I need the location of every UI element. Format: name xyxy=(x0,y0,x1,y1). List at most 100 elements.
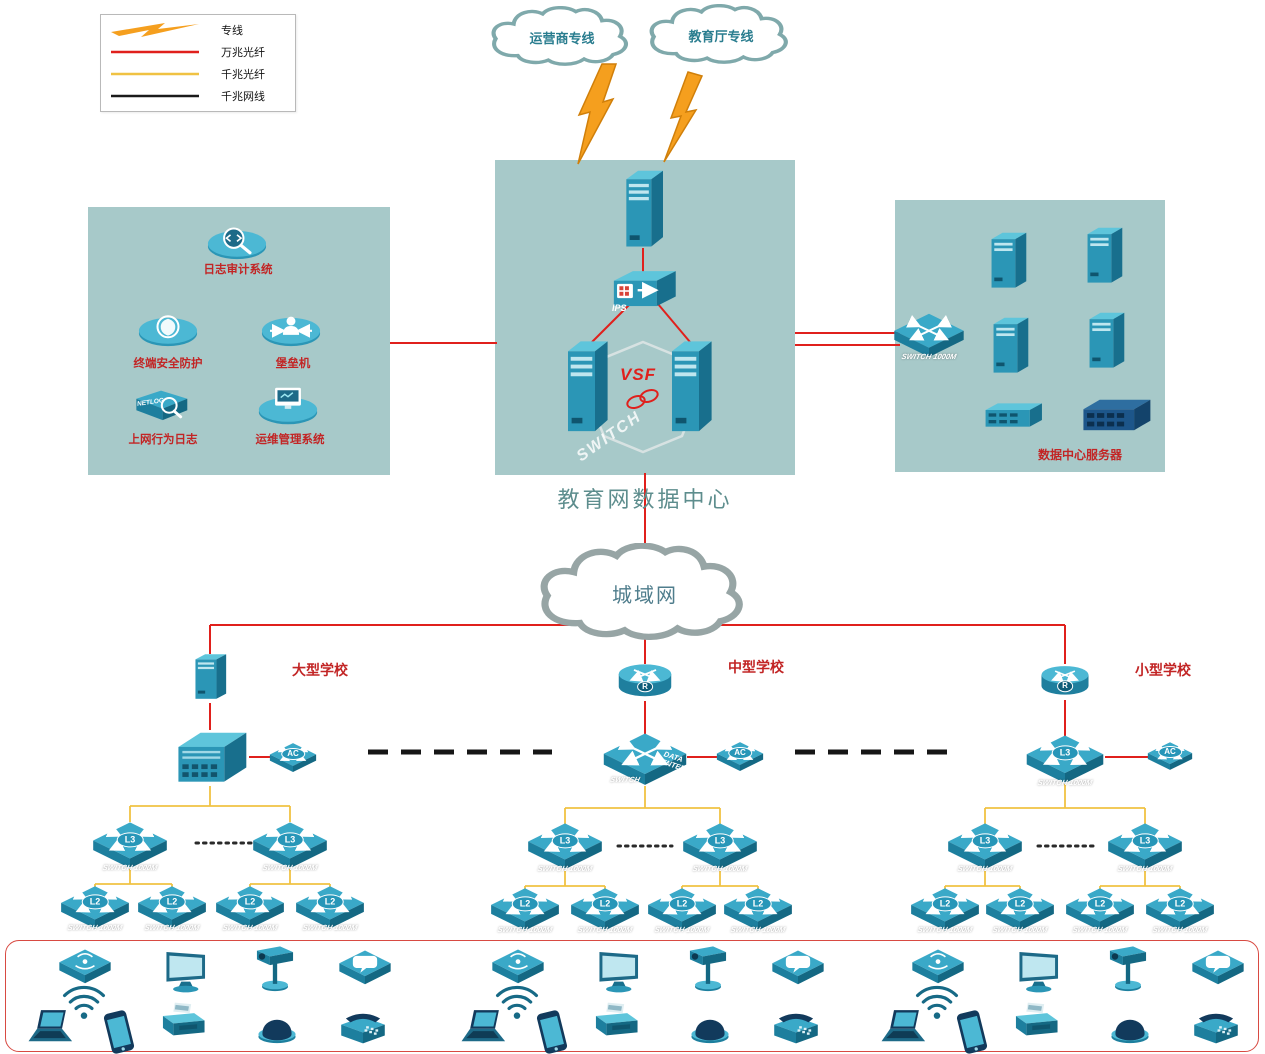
ptz-camera-icon xyxy=(252,942,298,994)
datacenter-server xyxy=(986,315,1034,379)
bastion-host-label: 堡垒机 xyxy=(275,358,311,370)
switch-speed-label: SWITCH 1000M xyxy=(221,923,279,932)
switch-speed-label: SWITCH 1000M xyxy=(101,863,159,872)
l2-switch: L2 SWITCH 1000M xyxy=(57,885,133,932)
netlog-icon: NETLOG xyxy=(126,384,196,430)
wireless-ap-icon xyxy=(491,948,545,986)
school-label-medium: 中型学校 xyxy=(728,659,784,675)
1g-cable-line-sample-icon xyxy=(109,93,221,99)
terminal-security-icon xyxy=(134,309,202,351)
legend-item-1g-cable: 千兆网线 xyxy=(109,85,287,107)
datacenter-switch: SWITCH 1000M xyxy=(893,312,965,361)
l2-badge: L2 xyxy=(1006,896,1034,912)
legend-label-1g-fiber: 千兆光纤 xyxy=(221,69,265,81)
l2-badge: L2 xyxy=(668,896,696,912)
desktop-monitor-icon xyxy=(1012,949,1064,995)
dome-camera-icon xyxy=(252,1006,302,1048)
server-zone-title: 数据中心服务器 xyxy=(1037,448,1123,462)
l3-badge: L3 xyxy=(116,831,144,848)
core-firewall-tower xyxy=(618,168,668,254)
desktop-monitor-icon xyxy=(592,949,644,995)
laptop-icon xyxy=(880,1008,936,1048)
switch-speed-label: SWITCH 1000M xyxy=(496,925,554,934)
legend-item-dedicated: 专线 xyxy=(109,19,287,41)
l3-badge: L3 xyxy=(1131,832,1159,849)
small-school-router: R xyxy=(1039,662,1091,700)
l3-badge: L3 xyxy=(276,831,304,848)
datacenter-server xyxy=(1082,310,1130,374)
switch-speed-label: SWITCH 1000M xyxy=(916,925,974,934)
terminal-security-label: 终端安全防护 xyxy=(133,358,203,370)
school-label-small: 小型学校 xyxy=(1135,662,1191,678)
l2-switch: L2 SWITCH 1000M xyxy=(1062,887,1138,934)
rack-chassis-dark xyxy=(1078,396,1154,434)
router-badge: R xyxy=(1057,680,1073,693)
10g-fiber-line-sample-icon xyxy=(109,49,221,55)
ips-label: IPS xyxy=(612,303,627,313)
legend: 专线 万兆光纤 千兆光纤 千兆网线 xyxy=(100,14,296,112)
l2-switch: L2 SWITCH 1000M xyxy=(212,885,288,932)
switch-speed-label: SWITCH 1000M xyxy=(653,925,711,934)
ips-device: IPS xyxy=(606,268,682,314)
l2-switch: L2 SWITCH 1000M xyxy=(644,887,720,934)
chat-device-icon xyxy=(1191,949,1245,987)
vsf-core-switch-right xyxy=(663,338,717,440)
large-school-ac: AC xyxy=(269,741,317,775)
ac-badge: AC xyxy=(728,746,752,759)
l2-badge: L2 xyxy=(744,896,772,912)
l2-badge: L2 xyxy=(81,894,109,910)
desk-phone-icon xyxy=(1189,1006,1243,1048)
l3-badge: L3 xyxy=(971,832,999,849)
l2-badge: L2 xyxy=(236,894,264,910)
laptop-icon xyxy=(27,1008,83,1048)
legend-label-1g-cable: 千兆网线 xyxy=(221,91,265,103)
router-badge: R xyxy=(637,681,653,693)
switch-speed-label: SWITCH 1000M xyxy=(536,864,594,873)
cloud-education-label: 教育厅专线 xyxy=(688,28,754,44)
printer-icon xyxy=(1010,1001,1062,1043)
lightning-bolt-education xyxy=(663,71,704,163)
chat-device-icon xyxy=(338,949,392,987)
l3-badge: L3 xyxy=(706,832,734,849)
medium-school-ac: AC xyxy=(716,740,764,774)
cloud-man-label: 城域网 xyxy=(612,582,678,607)
switch-speed-label: SWITCH 1000M xyxy=(576,925,634,934)
bastion-host-icon xyxy=(257,309,325,351)
switch-speed-label: SWITCH 1000M xyxy=(729,925,787,934)
l2-switch: L2 SWITCH 1000M xyxy=(487,887,563,934)
ops-management-label: 运维管理系统 xyxy=(255,434,325,446)
laptop-icon xyxy=(460,1008,516,1048)
log-audit-system-icon xyxy=(203,222,271,264)
l3-switch: L3 SWITCH 1000M xyxy=(89,821,171,872)
l2-switch: L2 SWITCH 1000M xyxy=(982,887,1058,934)
dome-camera-icon xyxy=(685,1006,735,1048)
l3-switch: L3 SWITCH 1000M xyxy=(679,822,761,873)
lightning-bolt-carrier xyxy=(577,63,618,165)
large-school-core-switch xyxy=(170,728,250,788)
switch-speed-label: SWITCH 1000M xyxy=(261,863,319,872)
switch-speed-label: SWITCH 1000M xyxy=(1036,778,1094,787)
switch-speed-label: SWITCH 1000M xyxy=(1151,925,1209,934)
cloud-carrier: 运营商专线 xyxy=(486,6,638,68)
l3-switch: L3 SWITCH 1000M xyxy=(249,821,331,872)
large-school-gateway-server xyxy=(189,652,231,704)
cloud-man: 城域网 xyxy=(533,543,757,643)
ac-badge: AC xyxy=(281,747,305,760)
wireless-ap-icon xyxy=(911,948,965,986)
vsf-label: VSF xyxy=(620,365,657,384)
l2-badge: L2 xyxy=(158,894,186,910)
printer-icon xyxy=(590,1001,642,1043)
wireless-ap-icon xyxy=(58,948,112,986)
vsf-core-switch-left xyxy=(559,338,613,440)
l3-switch: L3 SWITCH 1000M xyxy=(524,822,606,873)
l2-badge: L2 xyxy=(1086,896,1114,912)
medium-school-core-switch: SWITCH DATA CENTER xyxy=(602,732,688,788)
printer-icon xyxy=(157,1001,209,1043)
l2-switch: L2 SWITCH 1000M xyxy=(567,887,643,934)
school-label-large: 大型学校 xyxy=(292,662,348,678)
l2-switch: L2 SWITCH 1000M xyxy=(1142,887,1218,934)
1g-fiber-line-sample-icon xyxy=(109,71,221,77)
log-audit-system-label: 日志审计系统 xyxy=(203,264,273,276)
chat-device-icon xyxy=(771,949,825,987)
